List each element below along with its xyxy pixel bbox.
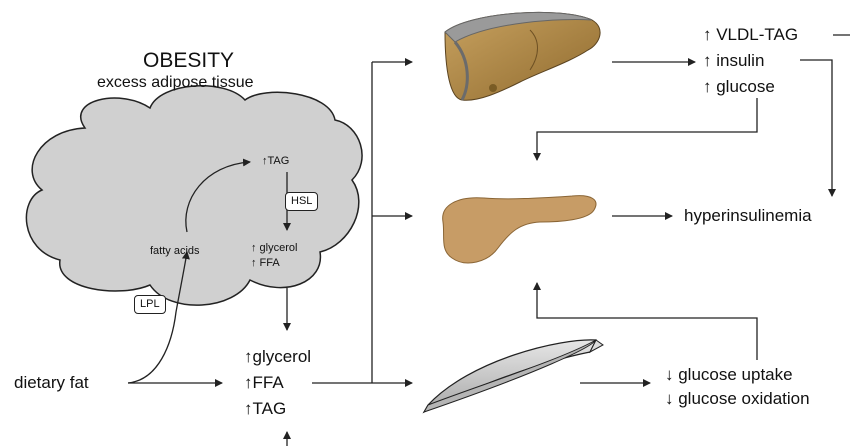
liver-illustration (445, 12, 600, 100)
insulin-label: ↑ insulin (703, 52, 764, 69)
pancreas-illustration (443, 196, 596, 263)
plasma-ffa-label: ↑FFA (244, 374, 284, 391)
arrow-insulin-to-hyperinsulinemia (800, 60, 832, 196)
obesity-subtitle: excess adipose tissue (97, 75, 254, 91)
lpl-enzyme-box: LPL (134, 295, 166, 314)
dietary-fat-label: dietary fat (14, 374, 89, 391)
obesity-title: OBESITY (143, 50, 234, 71)
plasma-tag-label: ↑TAG (244, 400, 286, 417)
plasma-glycerol-label: ↑glycerol (244, 348, 311, 365)
glucose-uptake-label: ↓ glucose uptake (665, 366, 793, 383)
hyperinsulinemia-label: hyperinsulinemia (684, 207, 812, 224)
muscle-illustration (424, 340, 603, 412)
arrow-glucose-to-pancreas (537, 98, 757, 160)
adipocyte-tag-label: ↑TAG (262, 156, 289, 167)
adipocyte-ffa-label: ↑ FFA (251, 258, 280, 269)
vldl-tag-label: ↑ VLDL-TAG (703, 26, 798, 43)
glucose-oxidation-label: ↓ glucose oxidation (665, 390, 810, 407)
hsl-enzyme-box: HSL (285, 192, 318, 211)
adipocyte-glycerol-label: ↑ glycerol (251, 243, 297, 254)
fatty-acids-label: fatty acids (150, 246, 200, 257)
glucose-label: ↑ glucose (703, 78, 775, 95)
